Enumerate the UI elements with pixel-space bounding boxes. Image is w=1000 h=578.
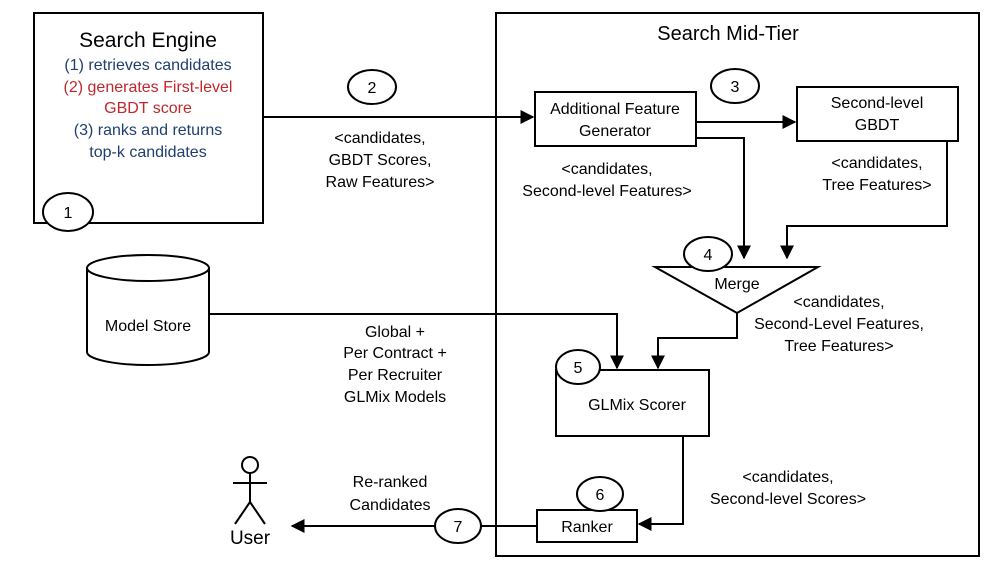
label-gbdt-to-merge-1: <candidates,	[831, 155, 922, 172]
label-glmix-to-ranker-1: <candidates,	[742, 469, 833, 486]
ranker-label: Ranker	[561, 519, 613, 536]
model-store-cylinder: Model Store	[86, 254, 210, 366]
label-merge-to-glmix-2: Second-Level Features,	[754, 316, 924, 333]
step-4-badge: 4	[683, 236, 733, 272]
search-mid-tier-box: Search Mid-Tier	[495, 12, 980, 557]
step-3-badge: 3	[710, 68, 760, 104]
step-5-badge: 5	[555, 349, 601, 385]
second-level-gbdt-box: Second-level GBDT	[796, 86, 959, 142]
merge-label: Merge	[714, 276, 759, 293]
search-engine-line-3: GBDT score	[104, 100, 192, 117]
label-models-3: Per Recruiter	[348, 367, 443, 384]
user-figure: User	[230, 456, 271, 549]
step-7-badge: 7	[434, 508, 482, 544]
feature-generator-line-1: Additional Feature	[550, 101, 680, 118]
step-1-label: 1	[64, 205, 73, 222]
label-ranker-to-user-2: Candidates	[350, 497, 431, 514]
step-4-label: 4	[704, 247, 713, 264]
user-label: User	[230, 528, 271, 549]
label-gbdt-to-merge-2: Tree Features>	[822, 177, 931, 194]
search-engine-line-4: (3) ranks and returns	[74, 122, 223, 139]
label-models-4: GLMix Models	[344, 389, 446, 406]
edge-model-store-to-glmix	[209, 313, 624, 370]
second-gbdt-line-2: GBDT	[855, 117, 900, 134]
label-models-1: Global +	[365, 324, 425, 341]
feature-generator-line-2: Generator	[579, 123, 652, 140]
label-se-to-fg-3: Raw Features>	[326, 174, 435, 191]
step-2-badge: 2	[347, 69, 397, 105]
label-merge-to-glmix-3: Tree Features>	[784, 338, 893, 355]
label-models-2: Per Contract +	[343, 345, 447, 362]
search-engine-line-1: (1) retrieves candidates	[64, 57, 231, 74]
search-engine-line-5: top-k candidates	[89, 144, 206, 161]
step-6-label: 6	[596, 487, 605, 504]
search-mid-tier-title: Search Mid-Tier	[657, 23, 799, 45]
feature-generator-box: Additional Feature Generator	[534, 91, 697, 147]
edge-merge-to-glmix	[651, 313, 738, 370]
search-engine-line-2: (2) generates First-level	[64, 79, 233, 96]
search-engine-title: Search Engine	[79, 29, 217, 52]
edge-gbdt-to-merge	[780, 141, 948, 260]
label-se-to-fg-1: <candidates,	[334, 130, 425, 147]
step-1-badge: 1	[42, 192, 94, 232]
model-store-label: Model Store	[105, 318, 191, 335]
label-glmix-to-ranker-2: Second-level Scores>	[710, 491, 866, 508]
second-gbdt-line-1: Second-level	[831, 95, 924, 112]
step-2-label: 2	[368, 80, 377, 97]
label-merge-to-glmix-1: <candidates,	[793, 294, 884, 311]
label-fg-to-merge-1: <candidates,	[561, 161, 652, 178]
edge-fg-to-merge	[696, 137, 751, 260]
step-3-label: 3	[731, 79, 740, 96]
ranker-box: Ranker	[536, 509, 638, 543]
step-5-label: 5	[574, 360, 583, 377]
edge-glmix-to-ranker	[637, 436, 684, 531]
label-ranker-to-user-1: Re-ranked	[353, 474, 428, 491]
label-fg-to-merge-2: Second-level Features>	[522, 183, 691, 200]
label-se-to-fg-2: GBDT Scores,	[329, 152, 432, 169]
merge-node: Merge	[651, 266, 822, 315]
step-7-label: 7	[454, 519, 463, 536]
glmix-scorer-label: GLMix Scorer	[588, 397, 686, 414]
step-6-badge: 6	[576, 476, 624, 512]
search-engine-box: Search Engine (1) retrieves candidates (…	[33, 12, 264, 224]
